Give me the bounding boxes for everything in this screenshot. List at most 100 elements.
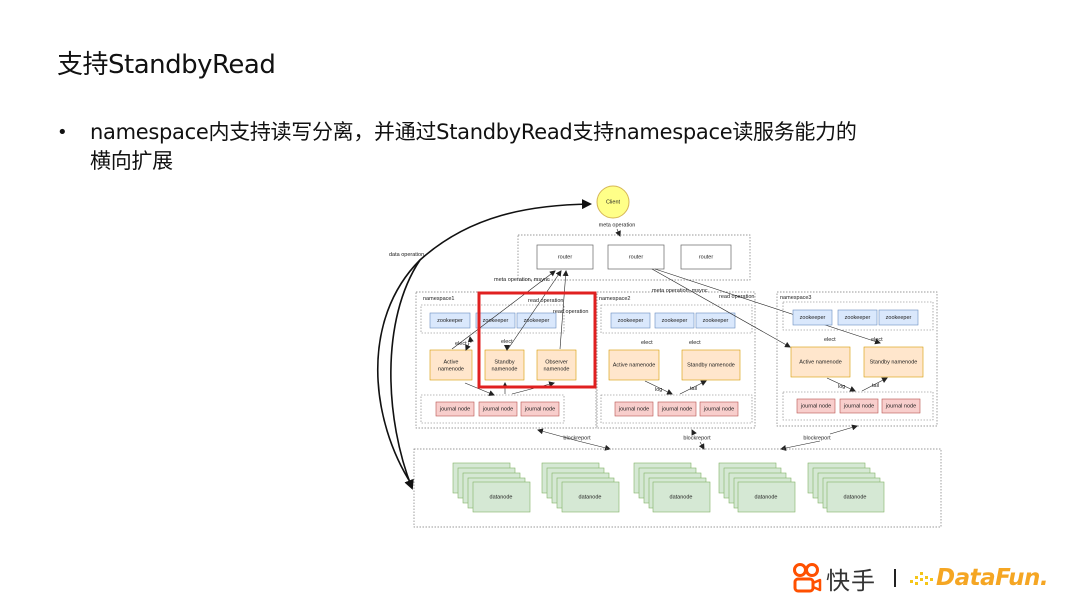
svg-text:datanode: datanode xyxy=(844,494,867,500)
ns2-zookeeper-1: zookeeper xyxy=(610,312,651,329)
ns1-active-namenode: Active namenode xyxy=(429,349,473,381)
svg-text:zookeeper: zookeeper xyxy=(845,315,871,321)
kuaishou-logo-icon xyxy=(793,563,822,593)
svg-text:journal node: journal node xyxy=(703,406,734,412)
datafun-dots-icon xyxy=(910,572,933,585)
svg-text:Active namenode: Active namenode xyxy=(613,362,656,368)
svg-text:zookeeper: zookeeper xyxy=(618,318,644,324)
bullet-dot: • xyxy=(57,122,68,143)
svg-text:log: log xyxy=(655,387,662,393)
svg-text:zookeeper: zookeeper xyxy=(437,318,463,324)
ns3-journal-node-1: journal node xyxy=(796,398,836,414)
svg-text:datanode: datanode xyxy=(755,494,778,500)
svg-text:Active: Active xyxy=(444,359,459,365)
ns1-read-operation-label-2: read operation xyxy=(553,309,588,315)
meta-operation-label: meta operation xyxy=(599,222,636,228)
svg-text:zookeeper: zookeeper xyxy=(703,318,729,324)
ns1-zookeeper-2: zookeeper xyxy=(475,312,516,329)
data-operation-label: data operation xyxy=(389,252,424,258)
svg-text:tail: tail xyxy=(690,386,697,392)
ns2-active-namenode: Active namenode xyxy=(608,349,660,381)
svg-text:router: router xyxy=(629,254,644,260)
namespace2-box xyxy=(596,291,756,429)
datafun-brand: DataFun. xyxy=(936,565,1049,591)
router-2: router xyxy=(607,244,665,270)
datanode-stack-4: datanode xyxy=(718,462,796,513)
ns1-read-operation-label-1: read operation xyxy=(528,298,563,304)
svg-text:elect: elect xyxy=(501,339,513,345)
svg-text:journal node: journal node xyxy=(524,406,555,412)
svg-text:log: log xyxy=(838,384,845,390)
svg-text:zookeeper: zookeeper xyxy=(483,318,509,324)
ns3-active-namenode: Active namenode xyxy=(790,346,851,378)
ns3-zookeeper-2: zookeeper xyxy=(837,309,878,326)
svg-text:journal node: journal node xyxy=(439,406,470,412)
ns2-journal-node-1: journal node xyxy=(614,401,654,417)
ns1-journal-node-1: journal node xyxy=(435,401,475,417)
ns2-meta-msync-label: meta operation, msync xyxy=(652,288,708,294)
svg-text:namenode: namenode xyxy=(438,366,464,372)
bullet-point: • namespace内支持读写分离，并通过StandbyRead支持names… xyxy=(57,118,857,176)
bullet-text: namespace内支持读写分离，并通过StandbyRead支持namespa… xyxy=(90,120,857,173)
svg-text:journal node: journal node xyxy=(482,406,513,412)
svg-text:datanode: datanode xyxy=(579,494,602,500)
svg-text:Observer: Observer xyxy=(545,359,568,365)
svg-text:elect: elect xyxy=(455,341,467,347)
svg-text:zookeeper: zookeeper xyxy=(886,315,912,321)
client-node: Client xyxy=(596,185,630,219)
svg-text:journal node: journal node xyxy=(800,403,831,409)
svg-text:journal node: journal node xyxy=(843,403,874,409)
svg-text:elect: elect xyxy=(689,340,701,346)
svg-text:datanode: datanode xyxy=(490,494,513,500)
ns2-journal-node-3: journal node xyxy=(699,401,739,417)
namespace1-label: namespace1 xyxy=(423,296,455,302)
ns1-standby-namenode: Standby namenode xyxy=(484,349,525,381)
logo-divider xyxy=(894,569,896,587)
svg-text:blockreport: blockreport xyxy=(563,435,591,441)
ns1-journal-node-2: journal node xyxy=(478,401,518,417)
svg-text:namenode: namenode xyxy=(544,366,570,372)
router-group xyxy=(517,234,751,281)
standby-read-highlight xyxy=(477,291,597,389)
datanode-stack-1: datanode xyxy=(452,462,531,513)
ns1-zookeeper-1: zookeeper xyxy=(429,312,471,329)
ns3-journal-node-2: journal node xyxy=(839,398,879,414)
ns2-zookeeper-2: zookeeper xyxy=(654,312,695,329)
namespace3-label: namespace3 xyxy=(780,295,812,301)
ns1-observer-namenode: Observer namenode xyxy=(536,349,577,381)
router-1: router xyxy=(536,244,594,270)
svg-text:elect: elect xyxy=(871,337,883,343)
ns2-standby-namenode: Standby namenode xyxy=(681,349,741,381)
svg-text:zookeeper: zookeeper xyxy=(524,318,550,324)
svg-text:namenode: namenode xyxy=(492,366,518,372)
ns3-zookeeper-3: zookeeper xyxy=(878,309,919,326)
svg-text:router: router xyxy=(699,254,714,260)
datanode-group xyxy=(413,448,942,528)
ns1-journal-node-3: journal node xyxy=(520,401,560,417)
ns3-standby-namenode: Standby namenode xyxy=(863,346,924,378)
slide-title: 支持StandbyRead xyxy=(57,50,276,80)
svg-text:router: router xyxy=(558,254,573,260)
datanode-stack-2: datanode xyxy=(541,462,620,513)
svg-text:tail: tail xyxy=(872,383,879,389)
svg-text:Standby namenode: Standby namenode xyxy=(687,362,735,368)
router-3: router xyxy=(680,244,732,270)
svg-text:blockreport: blockreport xyxy=(683,435,711,441)
ns3-zookeeper-1: zookeeper xyxy=(792,309,833,326)
data-operation-arrow xyxy=(377,199,592,486)
datanode-stack-3: datanode xyxy=(633,462,711,513)
svg-text:Standby: Standby xyxy=(494,359,514,365)
svg-text:blockreport: blockreport xyxy=(803,435,831,441)
svg-text:elect: elect xyxy=(641,340,653,346)
svg-text:zookeeper: zookeeper xyxy=(662,318,688,324)
svg-text:Active namenode: Active namenode xyxy=(799,359,842,365)
datanode-stack-5: datanode xyxy=(807,462,885,513)
ns1-meta-msync-label: meta operation, msync xyxy=(494,277,550,283)
ns2-read-operation-label: read operation xyxy=(719,294,754,300)
svg-text:journal node: journal node xyxy=(618,406,649,412)
svg-text:journal node: journal node xyxy=(885,403,916,409)
svg-text:journal node: journal node xyxy=(661,406,692,412)
ns3-journal-node-3: journal node xyxy=(881,398,921,414)
footer-logos: 快手 DataFun. xyxy=(792,558,1049,598)
